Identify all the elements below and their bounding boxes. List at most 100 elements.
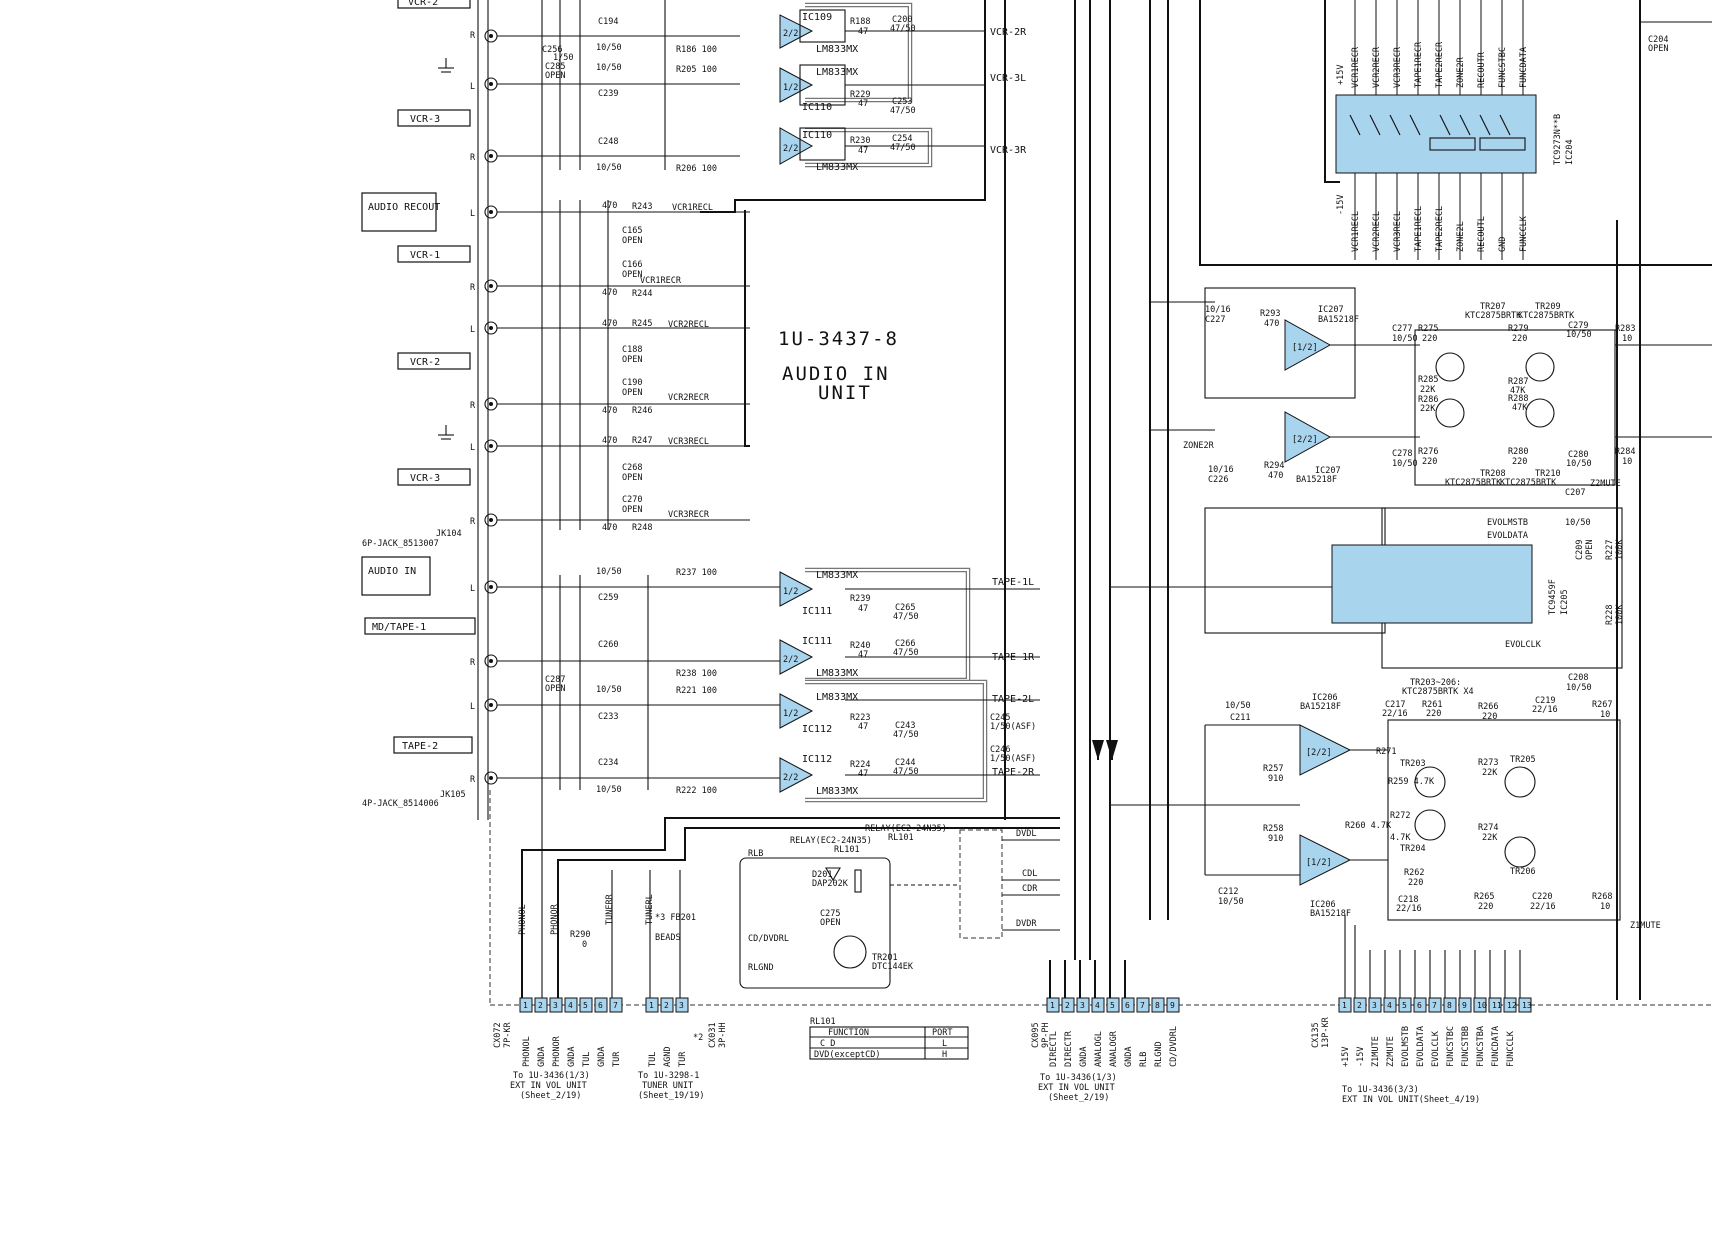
relay-ref: RL101 [834,845,860,855]
pin-number: 6 [1417,1001,1422,1010]
connector-pin [1353,997,1367,1013]
connector-pin [1166,997,1180,1013]
pin-number: 10 [1477,1001,1487,1010]
svg-text:10/50: 10/50 [596,685,622,695]
vcr2r-signal: VCR-2R [990,27,1027,38]
svg-text:C278: C278 [1392,449,1412,459]
connector-pin [594,997,608,1013]
svg-text:[2/2]: [2/2] [1292,435,1318,445]
pin-number: 5 [1402,1001,1407,1010]
svg-text:C279: C279 [1568,321,1588,331]
pin-signal-label: DIRECTR [1064,1030,1074,1067]
ic204-bottom-pin-label: ZONE2L [1456,221,1466,252]
svg-text:10/50: 10/50 [596,43,622,53]
svg-text:10/16: 10/16 [1205,305,1231,315]
svg-text:R258: R258 [1263,824,1283,834]
svg-text:R280: R280 [1508,447,1528,457]
pin-number: 6 [598,1001,603,1010]
jack-circles [484,29,498,785]
svg-text:R243: R243 [632,202,652,212]
pin-number: 4 [1095,1001,1100,1010]
tr208-part: KTC2875BRTK [1445,478,1502,488]
svg-text:C244: C244 [895,758,915,768]
svg-text:C207: C207 [1565,488,1585,498]
bottom-left-wiring: PHONOL PHONOR TUNERR TUNERL *3 FB201 BEA… [489,790,1712,1006]
svg-text:C227: C227 [1205,315,1225,325]
svg-text:C208: C208 [1568,673,1588,683]
relay-block: RELAY(EC2-24N35) RL101 RELAY(EC2-24N35) … [739,824,1060,1060]
connector-pin [549,997,563,1013]
svg-text:C209: C209 [1575,540,1585,560]
svg-text:47K: 47K [1510,386,1526,396]
c275-label: C275 [820,909,840,919]
pin-number: 5 [583,1001,588,1010]
vcr3-top-label: VCR-3 [410,114,440,125]
svg-text:R239: R239 [850,594,870,604]
cx031-dest1: To 1U-3298-1 [638,1071,699,1081]
svg-text:22/16: 22/16 [1396,904,1422,914]
unit-number: 1U-3437-8 [778,328,899,350]
svg-text:R260 4.7K: R260 4.7K [1345,821,1392,831]
svg-text:R246: R246 [632,406,652,416]
svg-text:C277: C277 [1392,324,1412,334]
ic204-top-pin-label: VCR1RECR [1351,46,1361,88]
svg-text:R279: R279 [1508,324,1528,334]
svg-text:C253: C253 [892,97,912,107]
cdr-signal: CDR [1022,884,1038,894]
connector-cx135: CX135 13P-KR To 1U-3436(3/3) EXT IN VOL … [1311,1016,1480,1105]
cx095-dest1: To 1U-3436(1/3) [1040,1073,1117,1083]
ic204-bottom-pin-label: VCR1RECL [1351,211,1361,252]
table-row-function: DVD(exceptCD) [814,1050,881,1060]
pin-number: 12 [1507,1001,1517,1010]
svg-text:C166: C166 [622,260,642,270]
ic207b-label: IC207 [1315,466,1341,476]
connector-pin [564,997,578,1013]
svg-text:R276: R276 [1418,447,1438,457]
vcr1recr-label: VCR1RECR [640,276,682,286]
audio-in-box: AUDIO IN [361,556,431,596]
pin-number: 7 [613,1001,618,1010]
pin-number: 1 [1342,1001,1347,1010]
svg-text:1/2: 1/2 [783,709,798,719]
cx072-dest2: EXT IN VOL UNIT [510,1081,587,1091]
ic206b-part: BA15218F [1310,909,1351,919]
svg-text:R284: R284 [1615,447,1635,457]
tape2-label: TAPE-2 [402,741,438,752]
svg-text:10/50: 10/50 [1218,897,1244,907]
svg-text:OPEN: OPEN [622,473,642,483]
svg-text:R237 100: R237 100 [676,568,717,578]
ic206-label: IC206 [1312,693,1338,703]
ic207b-part: BA15218F [1296,475,1337,485]
vcr3-box: VCR-3 [397,468,471,486]
ic204-top-pin-label: FUNCDATA [1519,47,1529,88]
tape2r-signal: TAPE-2R [992,767,1035,778]
svg-text:R257: R257 [1263,764,1283,774]
relay-function-table: RL101 FUNCTION PORT C D L DVD(exceptCD) … [809,1017,969,1060]
svg-text:OPEN: OPEN [622,236,642,246]
svg-text:R283: R283 [1615,324,1635,334]
pin-number: 7 [1432,1001,1437,1010]
pin-number: 13 [1522,1001,1532,1010]
svg-text:22/16: 22/16 [1532,705,1558,715]
vcr3recl-label: VCR3RECL [668,437,709,447]
svg-text:R205 100: R205 100 [676,65,717,75]
pin-signal-label: -15V [1356,1047,1366,1067]
connector-pin [1091,997,1105,1013]
connector-pin [1383,997,1397,1013]
ic111-ic112-block: 1/2 2/2 1/2 2/2 LM833MX IC111 IC111 LM83… [545,567,1040,803]
tr210-part: KTC2875BRTK [1500,478,1557,488]
ic206-part: BA15218F [1300,702,1341,712]
svg-text:OPEN: OPEN [622,270,642,280]
svg-text:R248: R248 [632,523,652,533]
connector-pin [1121,997,1135,1013]
svg-text:OPEN: OPEN [1585,540,1595,560]
phonor-wire: PHONOR [550,903,560,935]
ic204-top-pin-label: RECOUTR [1477,51,1487,88]
svg-text:R285: R285 [1418,375,1438,385]
cd-dvdrl-label: CD/DVDRL [748,934,789,944]
vcr2recl-label: VCR2RECL [668,320,709,330]
pin-number: 3 [1080,1001,1085,1010]
svg-text:22K: 22K [1482,768,1498,778]
svg-text:22/16: 22/16 [1382,709,1408,719]
